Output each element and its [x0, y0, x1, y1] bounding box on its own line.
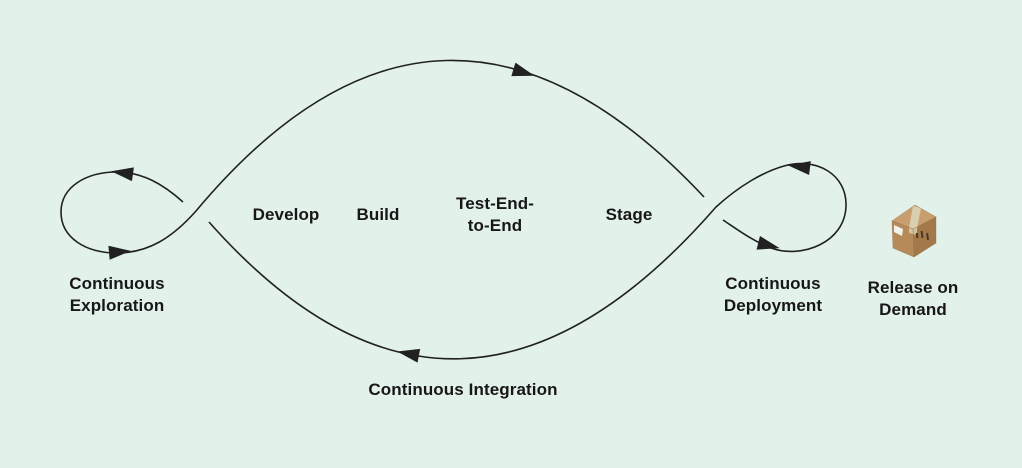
arrowhead-bottom-arc-icon	[397, 348, 421, 363]
label-continuous-deployment: Continuous Deployment	[724, 273, 822, 317]
label-release-on-demand: Release on Demand	[868, 277, 959, 321]
arrowhead-top-arc-icon	[511, 62, 535, 77]
top-arc-curve	[116, 59, 705, 254]
label-test-end-to-end: Test-End- to-End	[456, 193, 534, 237]
right-loop-and-bottom-arc-curve	[208, 162, 847, 360]
label-test-end-to-end-line2: to-End	[467, 216, 523, 235]
label-release-on-demand-line2: Demand	[879, 300, 947, 319]
label-test-end-to-end-line1: Test-End-	[455, 194, 535, 213]
label-release-on-demand-line1: Release on	[867, 278, 959, 297]
label-stage: Stage	[605, 205, 653, 224]
arrowhead-left-loop-top-icon	[111, 167, 134, 182]
label-continuous-integration: Continuous Integration	[368, 380, 558, 399]
arrowhead-right-loop-top-icon	[788, 161, 811, 176]
package-box-icon	[891, 204, 937, 258]
label-continuous-exploration-line2: Exploration	[69, 296, 165, 315]
label-develop: Develop	[252, 205, 320, 224]
label-build: Build	[356, 205, 400, 224]
label-continuous-exploration: Continuous Exploration	[69, 273, 164, 317]
arrowhead-left-loop-bottom-icon	[108, 245, 131, 260]
label-continuous-exploration-line1: Continuous	[69, 274, 165, 293]
left-loop-curve	[60, 171, 184, 254]
label-continuous-deployment-line2: Deployment	[723, 296, 823, 315]
label-continuous-deployment-line1: Continuous	[725, 274, 821, 293]
arrowhead-right-loop-bottom-icon	[756, 236, 780, 250]
